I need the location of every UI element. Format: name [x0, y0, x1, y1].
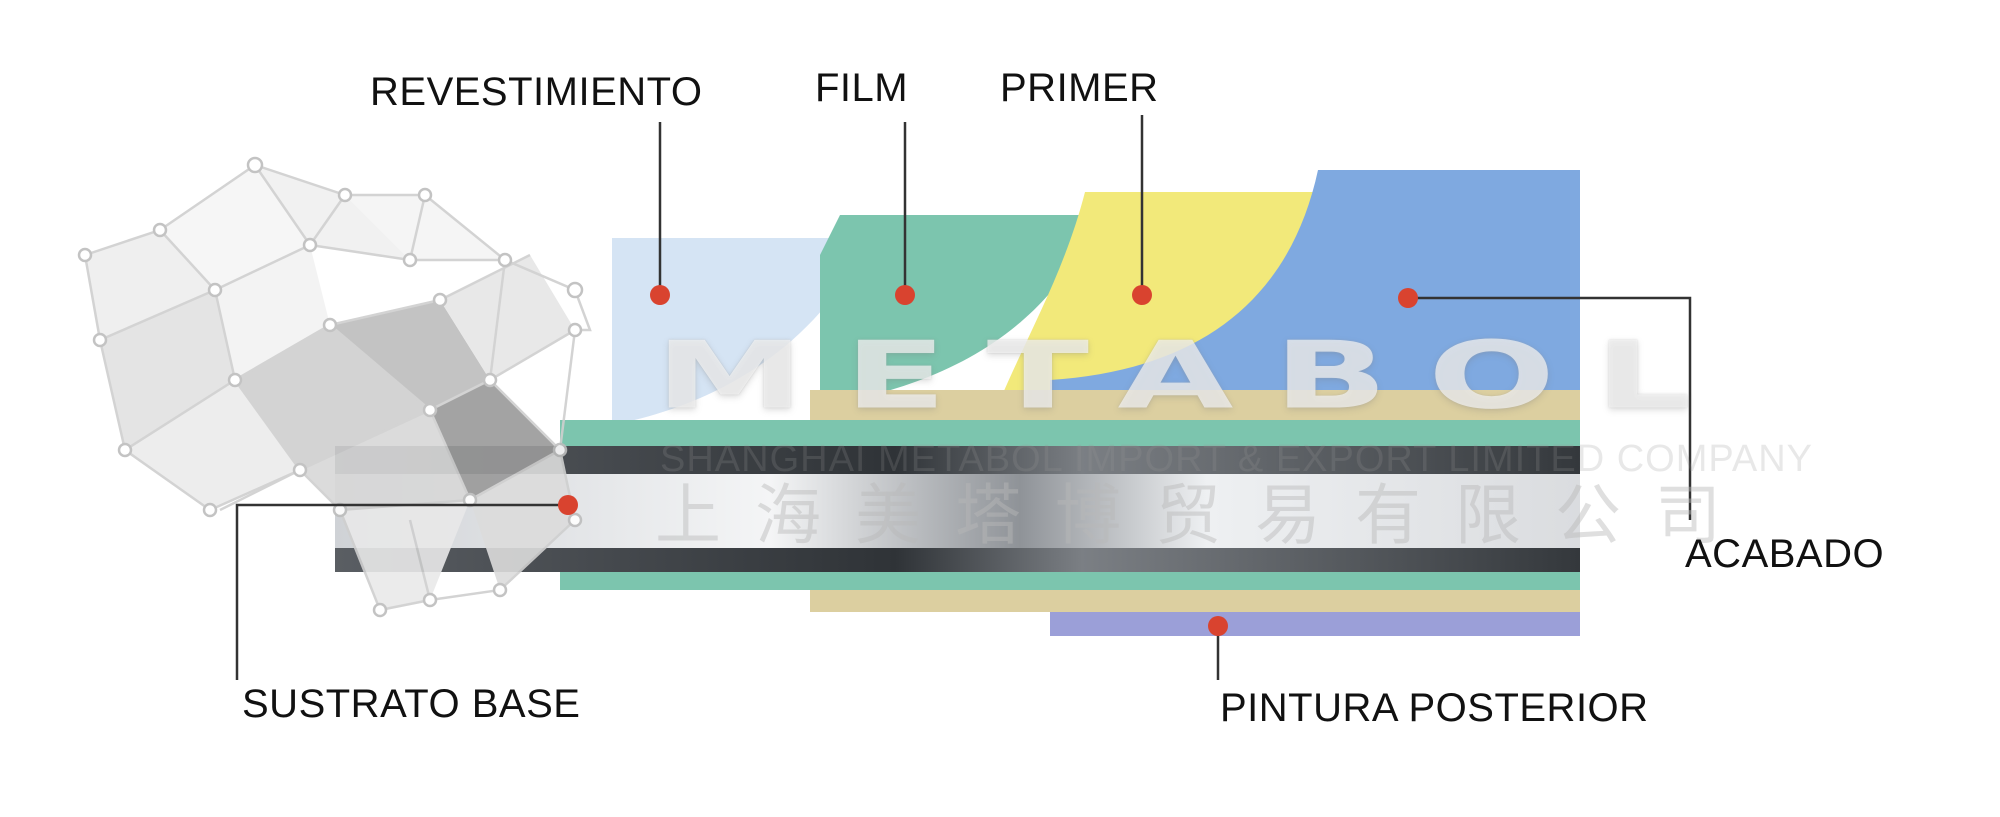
label-acabado: ACABADO: [1685, 532, 1885, 576]
markers: [558, 285, 1418, 636]
layer-film-band-lower: [560, 572, 1580, 590]
marker-film: [895, 285, 915, 305]
marker-sustrato-base: [558, 495, 578, 515]
layer-tan-upper: [810, 390, 1580, 420]
marker-acabado: [1398, 288, 1418, 308]
layer-acabado: [1050, 170, 1580, 390]
label-revestimiento: REVESTIMIENTO: [370, 70, 703, 114]
watermark-company-en: SHANGHAI METABOL IMPORT & EXPORT LIMITED…: [660, 438, 1814, 480]
network-mesh-graphic: [77, 156, 592, 618]
label-film: FILM: [815, 66, 909, 110]
watermark-company-cn: 上海美塔博贸易有限公司: [655, 477, 1755, 554]
label-sustrato-base: SUSTRATO BASE: [242, 682, 581, 726]
marker-revestimiento: [650, 285, 670, 305]
leader-sustrato-base: [235, 503, 568, 680]
layer-film-band-upper: [560, 420, 1580, 446]
marker-pintura-posterior: [1208, 616, 1228, 636]
layer-revestimiento: [612, 238, 860, 425]
leader-acabado: [1408, 296, 1692, 520]
watermark-brand-logo: METABOL: [655, 322, 1731, 430]
leader-lines: [235, 115, 1692, 680]
label-pintura-posterior: PINTURA POSTERIOR: [1220, 686, 1649, 730]
layer-tan-lower: [810, 590, 1580, 612]
layer-film: [820, 215, 1080, 405]
marker-primer: [1132, 285, 1152, 305]
layer-pintura-posterior: [1050, 612, 1580, 636]
label-primer: PRIMER: [1000, 66, 1159, 110]
layer-primer: [1000, 192, 1320, 400]
